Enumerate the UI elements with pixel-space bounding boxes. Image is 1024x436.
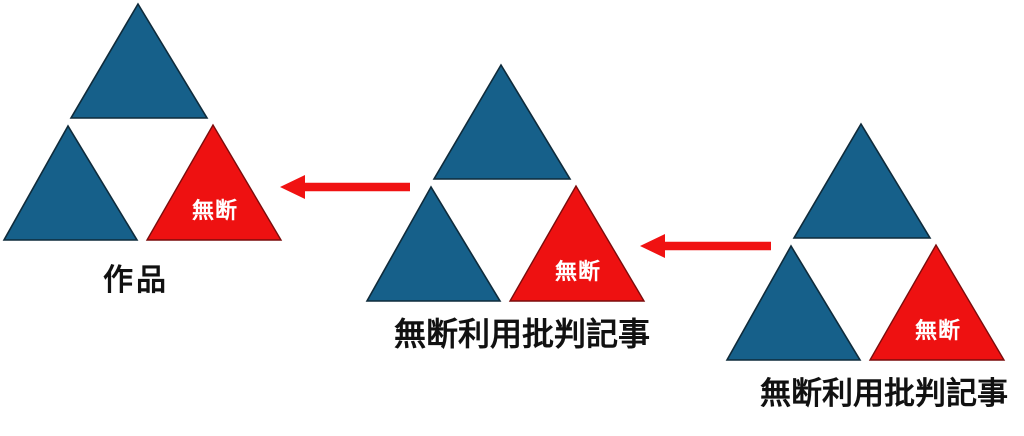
red-unauthorized-triangle xyxy=(145,123,283,241)
unauthorized-badge: 無断 xyxy=(555,259,601,284)
triforce-group-work: 無断 xyxy=(2,2,283,241)
unauthorized-badge: 無断 xyxy=(192,198,238,223)
unauthorized-badge: 無断 xyxy=(915,318,961,343)
blue-top-triangle xyxy=(792,122,932,239)
blue-bottom-left-triangle xyxy=(2,124,139,241)
group-label-criticism-article-right: 無断利用批判記事 xyxy=(760,376,1008,411)
blue-bottom-left-triangle xyxy=(365,185,502,302)
triforce-group-criticism-article-right: 無断 xyxy=(725,122,1006,361)
red-unauthorized-triangle xyxy=(868,243,1006,361)
left-arrow-icon xyxy=(640,234,771,258)
blue-top-triangle xyxy=(69,2,209,119)
group-label-work: 作品 xyxy=(103,264,169,297)
red-unauthorized-triangle xyxy=(508,184,646,302)
left-arrow-icon xyxy=(280,175,410,199)
triforce-group-criticism-article-middle: 無断 xyxy=(365,63,646,302)
group-label-criticism-article-middle: 無断利用批判記事 xyxy=(393,316,651,352)
blue-top-triangle xyxy=(432,63,572,180)
blue-bottom-left-triangle xyxy=(725,244,862,361)
